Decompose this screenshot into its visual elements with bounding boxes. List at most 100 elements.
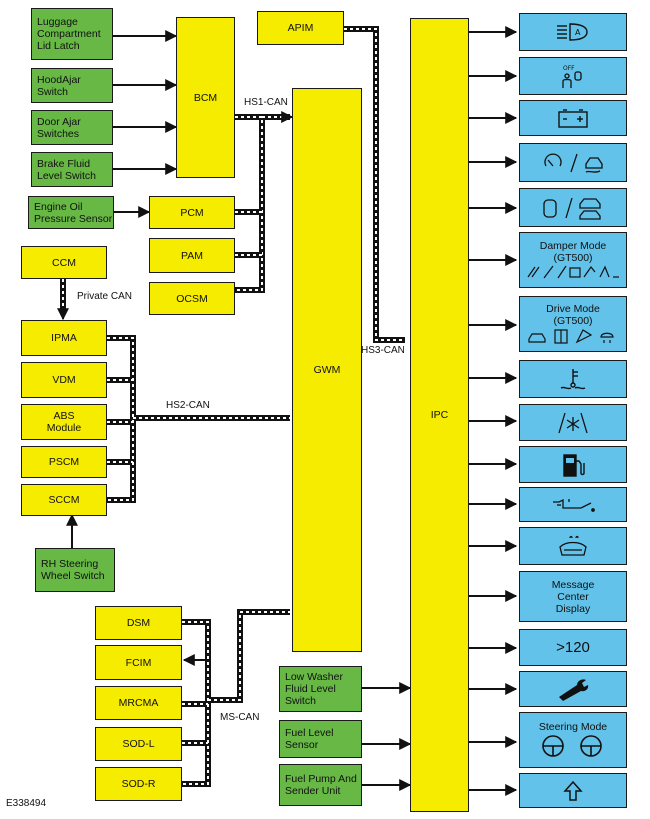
damper-mode-indicator: Damper Mode (GT500)	[519, 232, 627, 288]
coolant-temperature-icon	[560, 369, 586, 390]
message-center-label: Message Center Display	[551, 578, 595, 615]
steering-wheel-icons	[542, 735, 602, 757]
washer-fluid-icon	[559, 535, 587, 556]
upshift-arrow-icon	[563, 780, 583, 801]
seatbelt-indicator: OFF	[519, 57, 627, 95]
gwm-module: GWM	[292, 88, 362, 652]
bcm-label: BCM	[193, 91, 218, 104]
drive-mode-indicator: Drive Mode (GT500)	[519, 296, 627, 352]
pscm-module: PSCM	[21, 446, 107, 478]
apim-module: APIM	[257, 11, 344, 45]
low-washer-label: Low Washer Fluid Level Switch	[285, 671, 343, 707]
ccm-label: CCM	[52, 256, 76, 269]
ipc-label: IPC	[430, 409, 449, 421]
engine-oil-label: Engine Oil Pressure Sensor	[34, 200, 113, 225]
auto-headlamp-icon: A	[557, 23, 588, 41]
pscm-label: PSCM	[48, 456, 80, 468]
bcm-module: BCM	[176, 17, 235, 178]
steering-mode-label: Steering Mode	[538, 721, 608, 733]
ipc-module: IPC	[410, 18, 469, 812]
vdm-module: VDM	[21, 362, 107, 398]
pcm-label: PCM	[180, 206, 204, 219]
washer-deicer-icon	[558, 412, 588, 433]
battery-indicator	[519, 100, 627, 136]
fuel-pump-label: Fuel Pump And Sender Unit	[285, 773, 357, 797]
wrench-icon	[559, 679, 589, 701]
abs-label: ABS Module	[46, 410, 82, 434]
sod-r-module: SOD-R	[95, 767, 182, 801]
svg-text:A: A	[575, 28, 581, 37]
door-ajar-input: Door Ajar Switches	[31, 110, 113, 145]
door-ajar-label: Door Ajar Switches	[37, 115, 81, 140]
speed-label: >120	[556, 638, 590, 656]
dsm-label: DSM	[126, 617, 151, 629]
coolant-indicator	[519, 360, 627, 398]
fuel-indicator	[519, 446, 627, 483]
steering-mode-indicator: Steering Mode	[519, 712, 627, 768]
engine-oil-input: Engine Oil Pressure Sensor	[28, 196, 114, 229]
fuel-level-input: Fuel Level Sensor	[279, 720, 362, 758]
oil-indicator	[519, 487, 627, 522]
svg-text:OFF: OFF	[563, 65, 575, 72]
headlamp-indicator: A	[519, 13, 627, 51]
dsm-module: DSM	[95, 606, 182, 640]
ipc-output-arrows	[469, 26, 518, 796]
brake-fluid-label: Brake Fluid Level Switch	[37, 157, 96, 182]
luggage-latch-input: Luggage Compartment Lid Latch	[31, 8, 113, 60]
traction-control-icon	[544, 153, 603, 173]
door-indicator	[519, 188, 627, 227]
upshift-indicator	[519, 773, 627, 808]
hs2-can-label: HS2-CAN	[166, 400, 210, 411]
gwm-label: GWM	[313, 364, 341, 376]
passenger-airbag-off-icon: OFF	[562, 65, 582, 88]
figure-id: E338494	[6, 798, 47, 809]
ms-can-bus	[182, 609, 290, 787]
ocsm-module: OCSM	[149, 282, 235, 315]
sod-r-label: SOD-R	[121, 778, 156, 790]
abs-module: ABS Module	[21, 404, 107, 440]
mrcma-label: MRCMA	[118, 697, 159, 709]
private-can-label: Private CAN	[77, 291, 133, 302]
hood-ajar-input: HoodAjar Switch	[31, 68, 113, 103]
fcim-module: FCIM	[95, 645, 182, 680]
hs2-can-bus	[107, 335, 290, 503]
door-ajar-icon	[543, 197, 601, 220]
pcm-module: PCM	[149, 196, 235, 229]
hs3-can-label: HS3-CAN	[361, 345, 405, 356]
pam-module: PAM	[149, 238, 235, 273]
sccm-label: SCCM	[48, 494, 80, 506]
oil-pressure-icon	[553, 498, 595, 512]
battery-icon	[558, 109, 588, 128]
damper-mode-icons	[527, 265, 619, 279]
fcim-label: FCIM	[125, 656, 152, 669]
hs1-can-bus	[235, 114, 290, 293]
drive-mode-icons	[528, 329, 614, 344]
speed-indicator: >120	[519, 629, 627, 666]
washer-fluid-indicator	[519, 527, 627, 565]
service-indicator	[519, 671, 627, 707]
ocsm-label: OCSM	[176, 292, 208, 305]
sod-l-module: SOD-L	[95, 727, 182, 761]
fuel-level-label: Fuel Level Sensor	[285, 727, 334, 751]
mrcma-module: MRCMA	[95, 686, 182, 720]
ccm-module: CCM	[21, 246, 107, 279]
sccm-module: SCCM	[21, 484, 107, 516]
windshield-indicator	[519, 404, 627, 441]
luggage-latch-label: Luggage Compartment Lid Latch	[37, 16, 101, 52]
fuel-pump-icon	[563, 453, 585, 477]
brake-fluid-input: Brake Fluid Level Switch	[31, 152, 113, 187]
drive-mode-label: Drive Mode (GT500)	[546, 303, 600, 327]
traction-indicator	[519, 143, 627, 182]
sod-l-label: SOD-L	[122, 738, 155, 750]
fuel-pump-input: Fuel Pump And Sender Unit	[279, 764, 362, 806]
apim-label: APIM	[287, 22, 314, 34]
rh-steering-label: RH Steering Wheel Switch	[41, 558, 105, 582]
ms-can-label: MS-CAN	[220, 712, 260, 723]
low-washer-input: Low Washer Fluid Level Switch	[279, 666, 362, 712]
vdm-label: VDM	[52, 374, 76, 386]
rh-steering-input: RH Steering Wheel Switch	[35, 548, 115, 592]
hs3-can-bus	[344, 26, 405, 343]
damper-mode-label: Damper Mode (GT500)	[539, 240, 607, 264]
ipma-label: IPMA	[51, 332, 77, 344]
pam-label: PAM	[181, 249, 203, 262]
